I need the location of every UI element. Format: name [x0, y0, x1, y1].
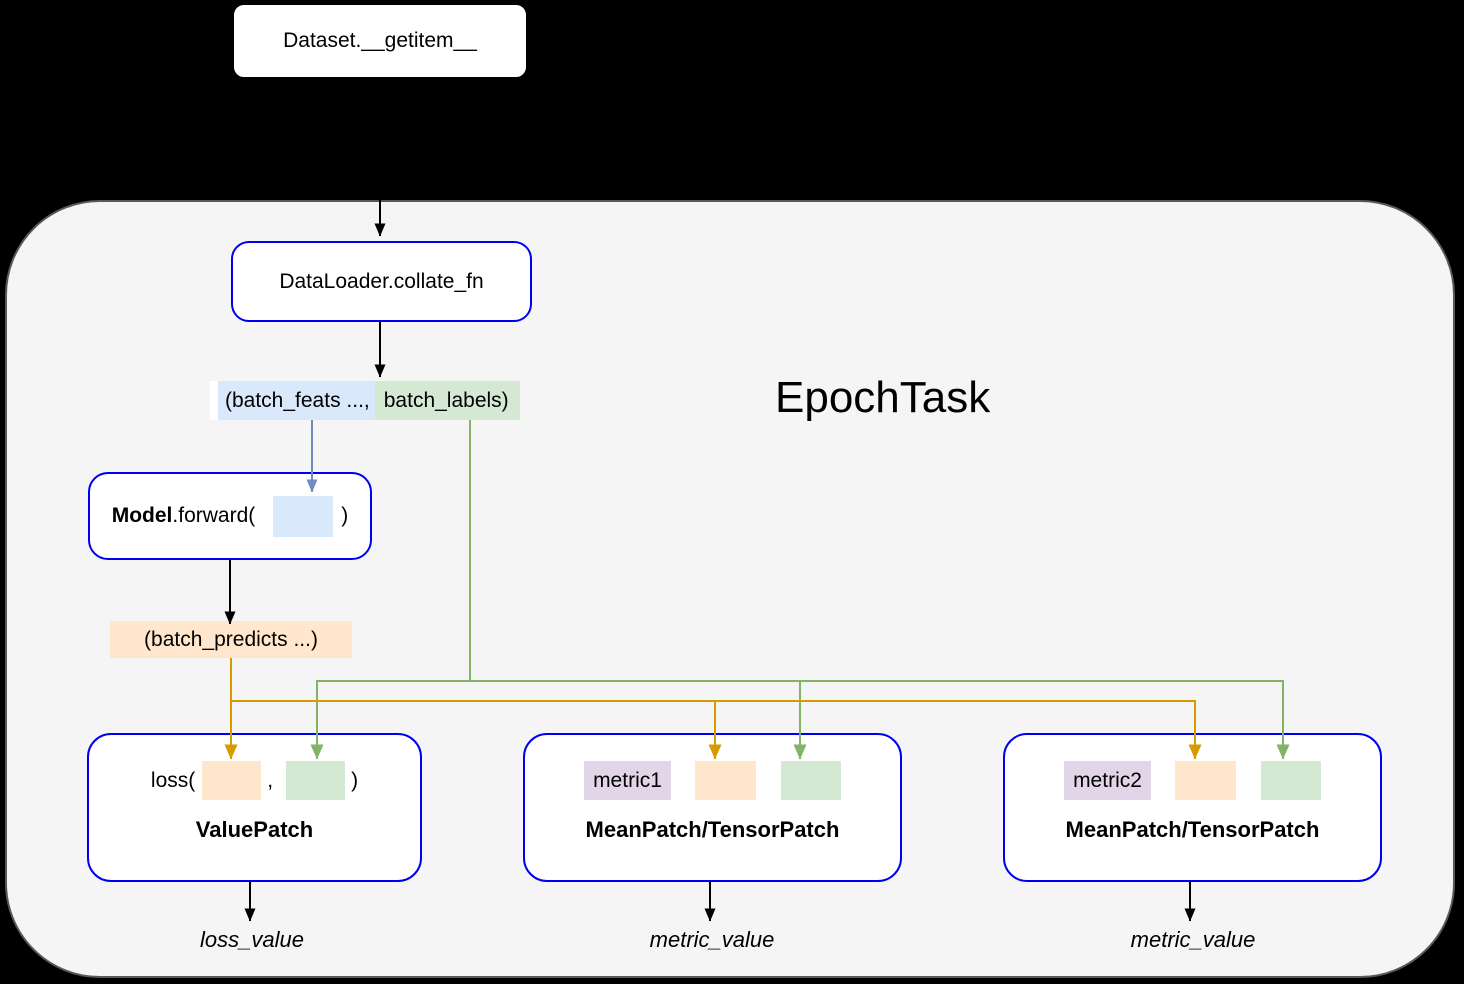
loss-patch-type-label: ValuePatch	[195, 817, 314, 842]
epochtask-title: EpochTask	[775, 373, 991, 422]
loss-arg-predicts-swatch	[202, 761, 262, 800]
model-method-label: .forward(	[172, 504, 256, 527]
loss-fn-label: loss(	[150, 768, 196, 792]
batch-predicts-label: (batch_predicts ...)	[110, 621, 352, 658]
metric2-value-output-label: metric_value	[1130, 927, 1256, 952]
batch-predicts-text: (batch_predicts ...)	[144, 627, 318, 651]
metric2-patch-type-label: MeanPatch/TensorPatch	[1065, 817, 1320, 842]
metric2-args-row: metric2	[1064, 761, 1321, 800]
model-close-paren: )	[341, 504, 349, 527]
metric2-arg-labels-swatch	[1260, 761, 1321, 800]
metric1-patch-type-label: MeanPatch/TensorPatch	[585, 817, 840, 842]
model-forward-node: Model .forward( )	[88, 472, 372, 560]
dataset-getitem-node: Dataset.__getitem__	[232, 3, 528, 79]
dataset-getitem-label: Dataset.__getitem__	[283, 29, 477, 52]
dataloader-collate-node: DataLoader.collate_fn	[231, 241, 532, 322]
loss-separator: ,	[267, 768, 274, 792]
metric1-name-badge: metric1	[584, 761, 671, 800]
metric1-arg-labels-swatch	[780, 761, 841, 800]
metric2-patch-node: metric2 MeanPatch/TensorPatch	[1003, 733, 1382, 882]
loss-arg-labels-swatch	[286, 761, 346, 800]
batch-tuple-label: (batch_feats ..., batch_labels)	[210, 381, 520, 420]
model-arg-feats-swatch	[273, 495, 334, 537]
dataloader-collate-label: DataLoader.collate_fn	[279, 269, 484, 293]
loss-call-row: loss( , )	[151, 761, 358, 800]
metric2-arg-predicts-swatch	[1174, 761, 1236, 800]
loss-value-output-label: loss_value	[200, 927, 304, 952]
model-name-label: Model	[111, 504, 173, 527]
batch-labels-span: batch_labels)	[374, 381, 520, 420]
metric2-name-badge: metric2	[1064, 761, 1151, 800]
metric1-value-output-label: metric_value	[649, 927, 775, 952]
metric1-args-row: metric1	[584, 761, 841, 800]
metric1-arg-predicts-swatch	[694, 761, 756, 800]
metric1-patch-node: metric1 MeanPatch/TensorPatch	[523, 733, 902, 882]
loss-valuepatch-node: loss( , ) ValuePatch	[87, 733, 422, 882]
batch-feats-span: (batch_feats ...,	[218, 381, 375, 420]
loss-close-paren: )	[351, 768, 359, 792]
